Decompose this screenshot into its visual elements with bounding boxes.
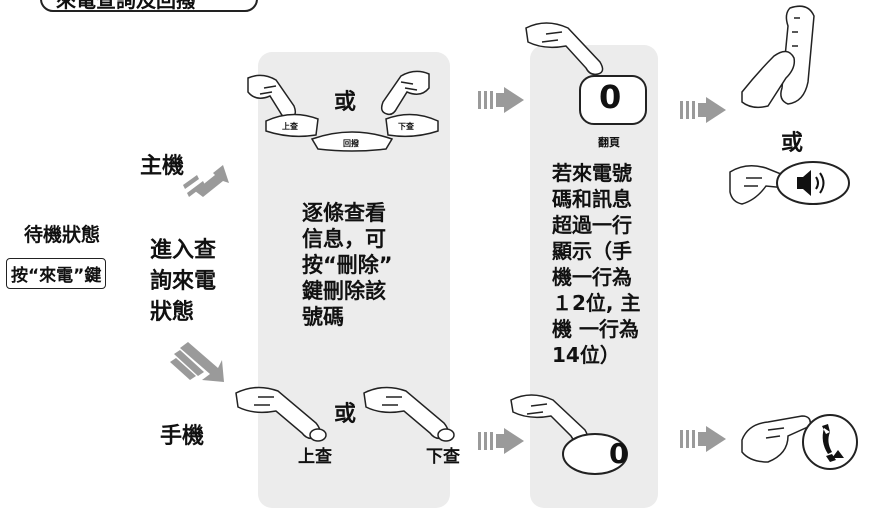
key-menu-label: 回撥 (343, 139, 359, 148)
diagram-title: 來電查詢及回撥 (40, 0, 258, 12)
or-label-result: 或 (781, 131, 804, 156)
zero-key-bottom-label: 0 (609, 437, 629, 470)
pressing-hand-icon (525, 22, 604, 76)
up-search-label: 上查 (298, 447, 332, 467)
flow-arrow-icon (680, 426, 726, 452)
pressing-hand-icon (741, 415, 812, 463)
overflow-note: 若來電號 碼和訊息 超過一行 顯示（手 機一行為 １2位, 主 機 一行為 14… (552, 161, 641, 367)
enter-call-log-text: 進入查 詢來電 狀態 (150, 238, 217, 325)
flow-arrow-icon (478, 428, 524, 454)
flow-arrow-icon (183, 165, 229, 197)
pressing-hand-icon (235, 386, 327, 442)
call-button-hint: 按“來電”鍵 (6, 258, 107, 289)
zero-key-icon (579, 75, 647, 125)
pressing-hand-icon (510, 394, 628, 475)
pressing-hand-icon (729, 165, 791, 205)
flow-arrow-icon (680, 97, 726, 123)
key-up-label: 上查 (282, 122, 298, 131)
or-label-bottom: 或 (334, 402, 357, 427)
down-search-label: 下查 (426, 447, 460, 467)
standby-label: 待機狀態 (24, 224, 101, 246)
pressing-hand-icon (363, 386, 455, 442)
pressing-hand-icon (380, 70, 430, 116)
flow-arrow-icon (478, 87, 524, 113)
base-keypad (265, 113, 439, 152)
handset-label: 手機 (160, 424, 205, 449)
telephone-icon (802, 414, 858, 470)
base-unit-label: 主機 (140, 154, 185, 179)
zero-key-top-label: 0 (599, 78, 622, 116)
key-down-label: 下查 (398, 122, 414, 131)
page-turn-label: 翻頁 (598, 136, 620, 149)
lifting-receiver-icon (741, 5, 815, 109)
flow-arrow-icon (170, 342, 224, 382)
or-label-top: 或 (334, 90, 357, 115)
speaker-icon (776, 161, 850, 205)
browse-instructions: 逐條查看 信息，可 按“刪除” 鍵刪除該 號碼 (302, 201, 393, 329)
